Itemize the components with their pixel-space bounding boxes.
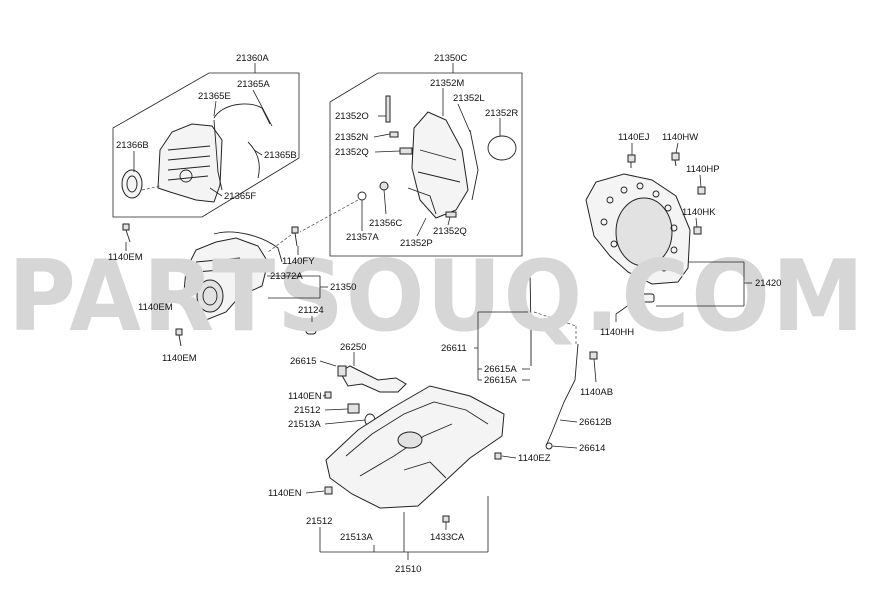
label-21360A[interactable]: 21360A: [236, 53, 269, 64]
label-21365A[interactable]: 21365A: [237, 79, 270, 90]
dowel-icon: [641, 293, 655, 303]
label-21512-a[interactable]: 21512: [294, 405, 320, 416]
label-21357A[interactable]: 21357A: [346, 232, 379, 243]
label-26615A-a[interactable]: 26615A: [484, 364, 517, 375]
bolt-icon: [671, 152, 680, 167]
oil-screen-part: [337, 365, 407, 393]
label-21365B[interactable]: 21365B: [264, 150, 297, 161]
label-21512-b[interactable]: 21512: [306, 516, 332, 527]
label-21366B[interactable]: 21366B: [116, 140, 149, 151]
label-21352N[interactable]: 21352N: [335, 132, 368, 143]
label-26615A-b[interactable]: 26615A: [484, 375, 517, 386]
label-26612B[interactable]: 26612B: [579, 417, 612, 428]
label-1433CA[interactable]: 1433CA: [430, 532, 465, 543]
plug-part: [305, 321, 317, 335]
label-1140EN-b[interactable]: 1140EN: [268, 488, 302, 499]
label-21372A[interactable]: 21372A: [270, 271, 303, 282]
label-1140EN-a[interactable]: 1140EN: [288, 391, 322, 402]
label-21513A-b[interactable]: 21513A: [340, 532, 373, 543]
leader-lines: [125, 63, 752, 560]
label-21352L[interactable]: 21352L: [453, 93, 485, 104]
label-26614[interactable]: 26614: [579, 443, 605, 454]
bolt-icon: [697, 186, 706, 195]
watermark-text: PARTSOUQ.COM: [8, 240, 866, 354]
label-21365E[interactable]: 21365E: [198, 91, 231, 102]
label-1140FY[interactable]: 1140FY: [282, 256, 315, 267]
bolt-icon: [442, 515, 450, 523]
bolt-icon: [324, 486, 333, 495]
label-26611[interactable]: 26611: [441, 343, 467, 354]
label-21352O[interactable]: 21352O: [335, 111, 369, 122]
label-26615[interactable]: 26615: [290, 356, 316, 367]
oil-pan-part: [325, 385, 505, 509]
label-21352Q-a[interactable]: 21352Q: [335, 147, 369, 158]
bolt-icon: [589, 351, 598, 360]
label-1140EJ[interactable]: 1140EJ: [618, 132, 650, 143]
label-21510[interactable]: 21510: [395, 564, 421, 575]
label-1140EM-c[interactable]: 1140EM: [162, 353, 197, 364]
bolt-icon: [152, 275, 160, 295]
oring-part: [487, 135, 517, 161]
label-21513A-a[interactable]: 21513A: [288, 419, 321, 430]
label-21352M[interactable]: 21352M: [430, 78, 464, 89]
label-21352P[interactable]: 21352P: [400, 238, 433, 249]
label-1140HW[interactable]: 1140HW: [662, 132, 698, 143]
rear-plate-part: [585, 173, 691, 285]
label-1140EM-a[interactable]: 1140EM: [108, 252, 143, 263]
label-21350C[interactable]: 21350C: [434, 53, 467, 64]
seal-part: [121, 169, 143, 199]
bolt-icon: [693, 226, 702, 235]
label-21352Q-b[interactable]: 21352Q: [433, 226, 467, 237]
timing-cover-part: [157, 123, 223, 203]
bolt-icon: [122, 223, 131, 243]
bolt-icon: [291, 226, 299, 247]
label-21420[interactable]: 21420: [755, 278, 781, 289]
dipstick-tube-part: [545, 343, 579, 447]
timing-cover-group-box: [112, 72, 300, 218]
pump-gasket-part: [469, 129, 479, 201]
lower-cover-gasket-part: [213, 231, 283, 263]
label-21352R[interactable]: 21352R: [485, 108, 518, 119]
label-1140HP[interactable]: 1140HP: [686, 164, 720, 175]
cover-gasket-part: [213, 103, 271, 191]
label-26250[interactable]: 26250: [340, 342, 366, 353]
label-21350[interactable]: 21350: [330, 282, 356, 293]
label-21356C[interactable]: 21356C: [369, 218, 402, 229]
part-labels: 21360A 21365A 21365E 21366B 21365B 21365…: [108, 53, 781, 575]
lower-cover-part: [183, 237, 269, 321]
oil-pump-part: [411, 111, 469, 219]
dipstick-part: [529, 268, 532, 366]
label-1140EM-b[interactable]: 1140EM: [138, 302, 173, 313]
label-1140HH[interactable]: 1140HH: [600, 327, 634, 338]
label-1140AB[interactable]: 1140AB: [580, 387, 613, 398]
bolt-icon: [175, 328, 183, 347]
label-1140EZ[interactable]: 1140EZ: [518, 453, 551, 464]
bolt-icon: [627, 154, 636, 168]
label-21365F[interactable]: 21365F: [224, 191, 256, 202]
bolt-icon: [494, 452, 502, 460]
label-1140HK[interactable]: 1140HK: [682, 207, 716, 218]
label-21124[interactable]: 21124: [298, 305, 324, 316]
oil-pump-group-box: [329, 72, 523, 257]
